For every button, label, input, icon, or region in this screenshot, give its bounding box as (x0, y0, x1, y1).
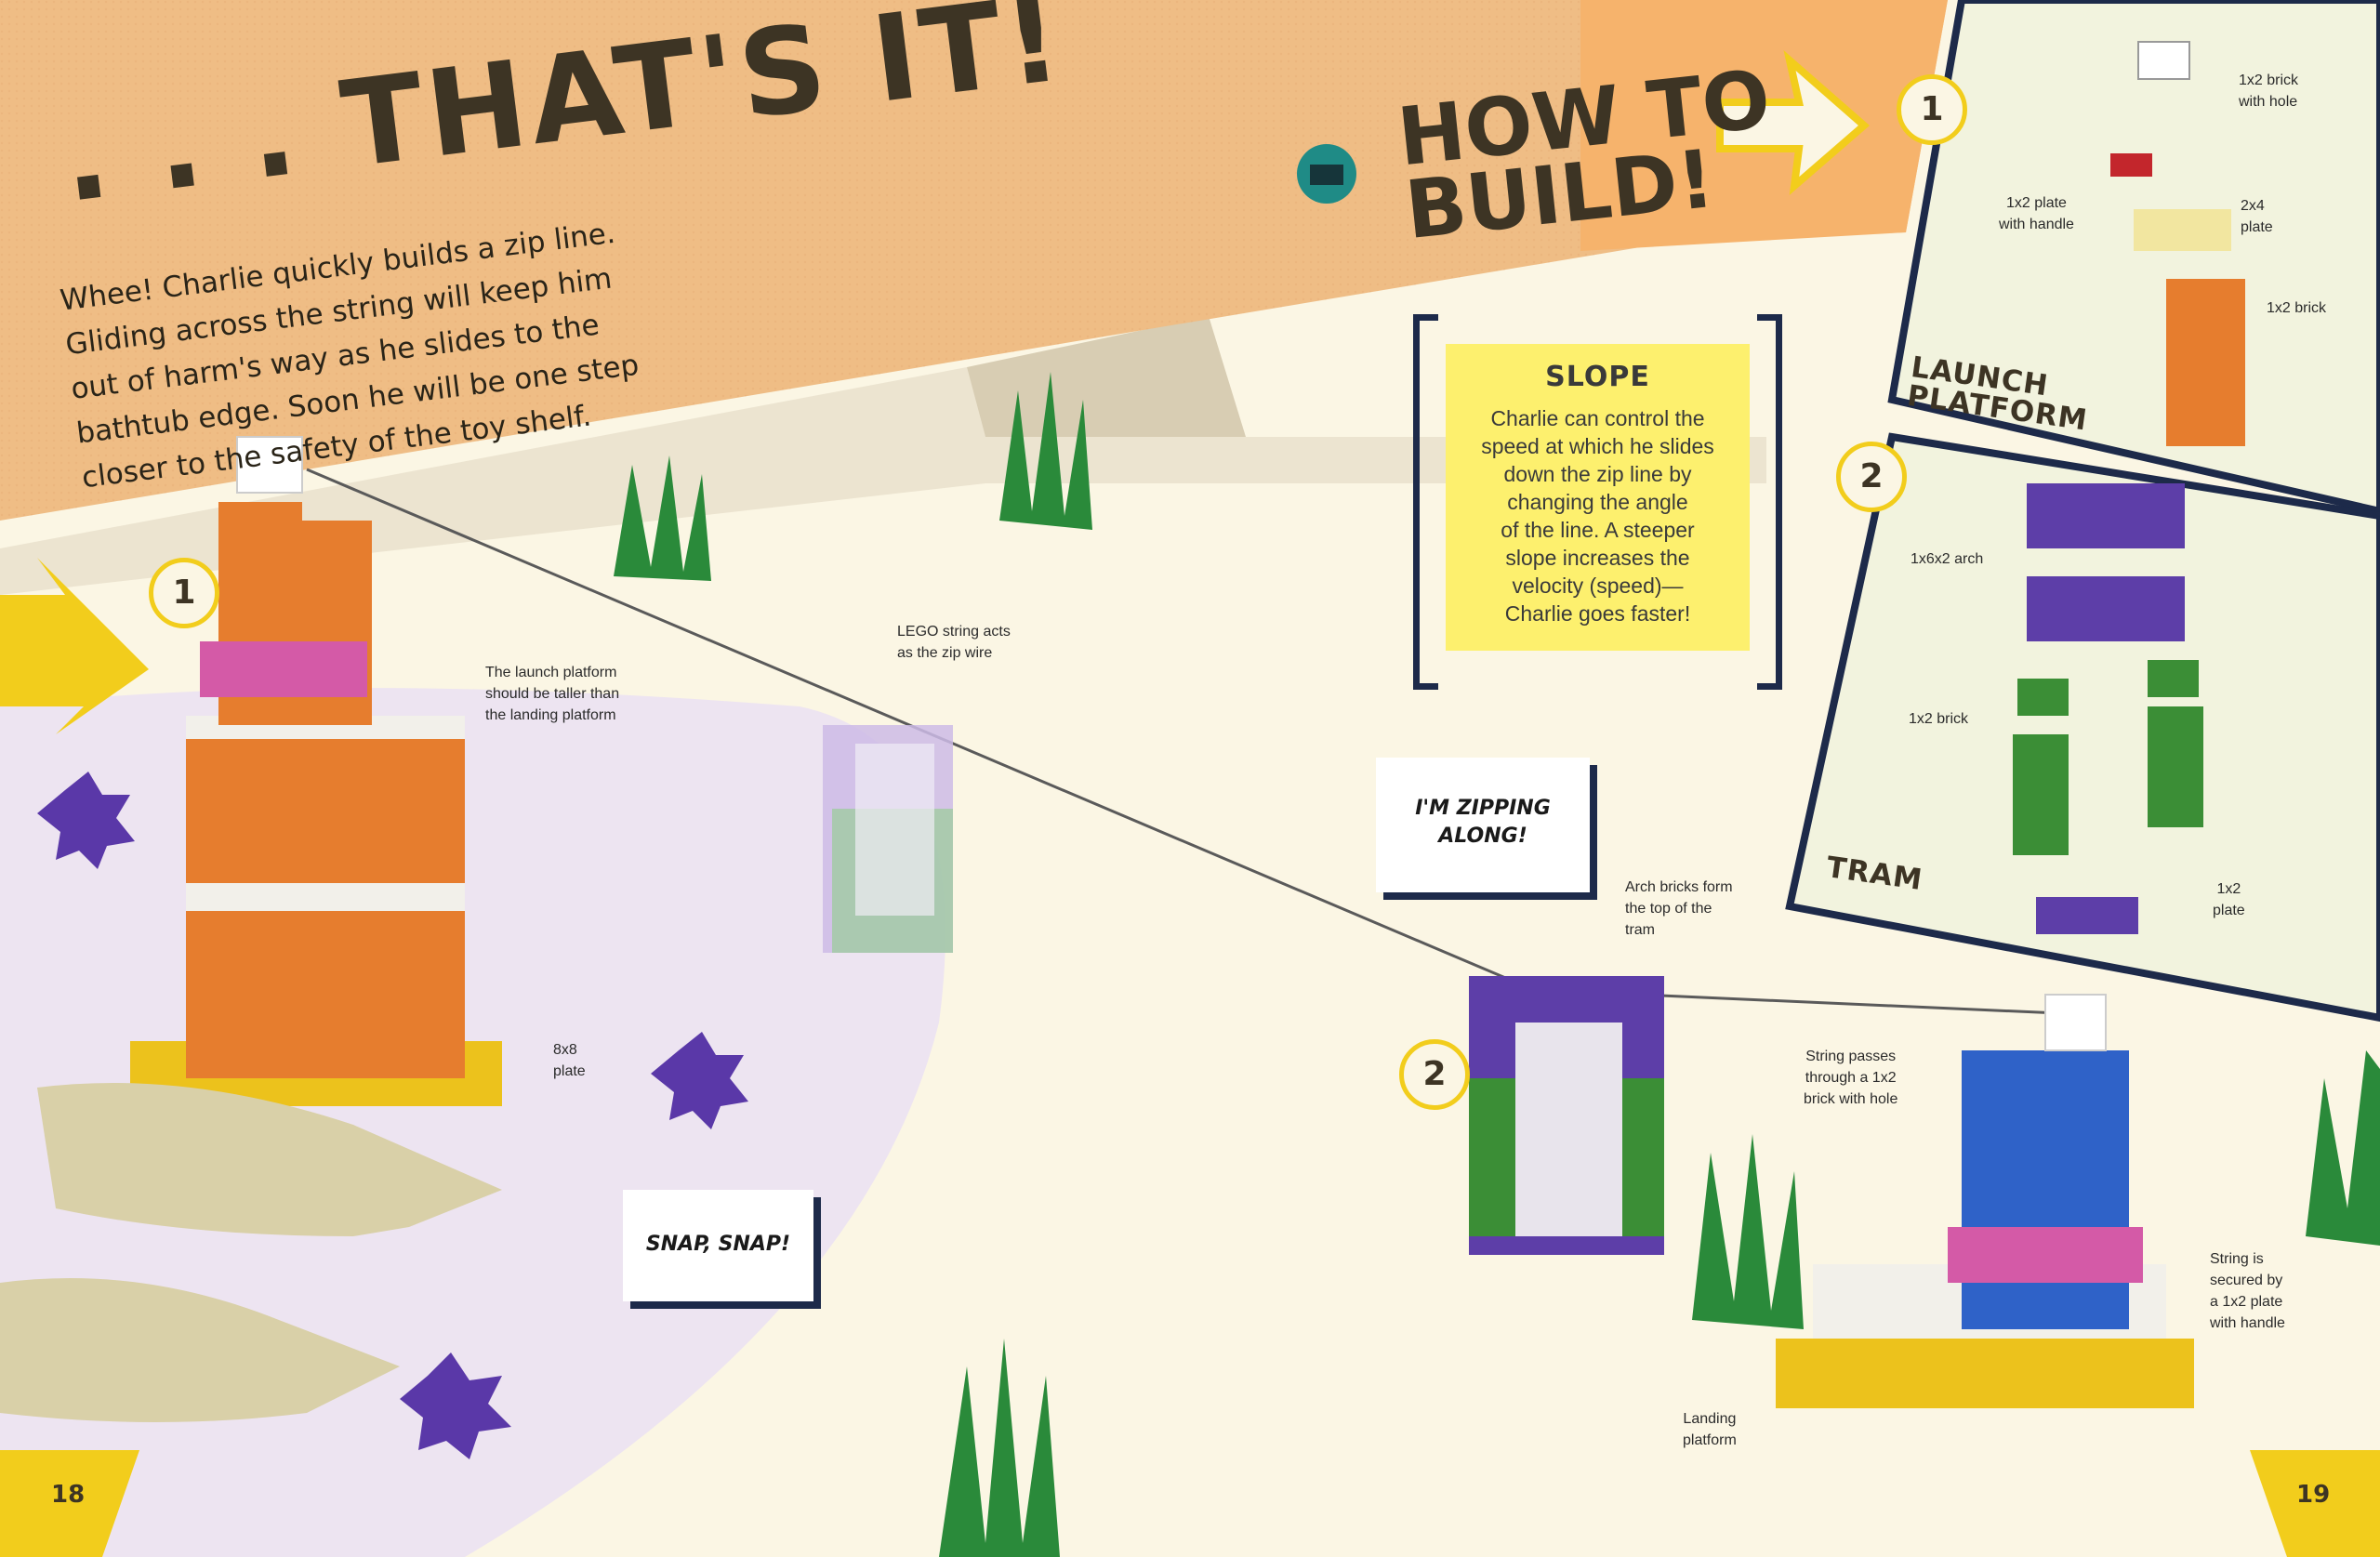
arrow-left (0, 558, 149, 734)
bracket-right (1757, 314, 1782, 690)
purple-piece (651, 1032, 748, 1129)
callout-line: brick with hole (1804, 1091, 1898, 1107)
step-1-marker: 1 (149, 558, 219, 628)
label-line: 2x4 (2241, 198, 2265, 214)
bathtub-wall-shade (967, 316, 1246, 437)
callout-line: with handle (2210, 1315, 2285, 1331)
label-2x4-plate: 2x4 plate (2241, 195, 2273, 238)
label-line: 1x2 brick (2267, 300, 2327, 316)
crocodile (37, 1083, 502, 1236)
panel-tram (1785, 432, 2380, 1023)
label-1x2-brick-tram: 1x2 brick (1909, 708, 1968, 730)
callout-line: platform (1683, 1432, 1737, 1448)
callout-line: through a 1x2 (1805, 1070, 1897, 1086)
callout-line: as the zip wire (897, 645, 993, 661)
bubble-line: SNAP, SNAP! (645, 1233, 791, 1256)
slope-line: of the line. A steeper (1501, 518, 1695, 542)
callout-line: LEGO string acts (897, 624, 1011, 640)
brick-icon (1297, 144, 1356, 204)
label-1x2-brick-launch: 1x2 brick (2267, 297, 2326, 319)
plant (2306, 1050, 2380, 1246)
speech-bubble-snap: SNAP, SNAP! (623, 1190, 813, 1301)
slope-body: Charlie can control the speed at which h… (1446, 404, 1750, 627)
callout-line: a 1x2 plate (2210, 1294, 2283, 1310)
slope-line: changing the angle (1507, 490, 1688, 514)
label-line: 1x2 plate (2006, 195, 2067, 211)
landing-base-plate (1776, 1339, 2194, 1408)
callout-arch-bricks: Arch bricks form the top of the tram (1625, 877, 1733, 941)
callout-line: 8x8 (553, 1042, 577, 1058)
callout-line: Landing (1683, 1411, 1737, 1427)
label-line: plate (2213, 903, 2245, 918)
callout-launch-taller: The launch platform should be taller tha… (485, 662, 619, 726)
label-line: with hole (2239, 94, 2298, 110)
page-number-right: 19 (2296, 1481, 2331, 1509)
plant (1692, 1134, 1804, 1329)
speech-bubble-zipping: I'M ZIPPING ALONG! (1376, 758, 1590, 892)
callout-line: String passes (1805, 1049, 1897, 1064)
label-line: plate (2241, 219, 2273, 235)
slope-line: velocity (speed)— (1512, 574, 1684, 598)
step-2-badge: 2 (1836, 442, 1907, 512)
bathtub-wall (0, 367, 1766, 595)
crocodile (0, 1278, 400, 1422)
slope-line: Charlie can control the (1490, 406, 1705, 430)
bracket-left (1413, 314, 1438, 690)
callout-line: the top of the (1625, 901, 1712, 917)
callout-landing-platform: Landing platform (1683, 1408, 1737, 1451)
label-plate-with-handle: 1x2 plate with handle (1999, 192, 2074, 235)
callout-string-passes: String passes through a 1x2 brick with h… (1804, 1046, 1897, 1110)
slope-fact-box: SLOPE Charlie can control the speed at w… (1446, 344, 1750, 651)
label-line: 1x2 (2216, 881, 2241, 897)
purple-piece (400, 1352, 511, 1459)
slope-line: slope increases the (1505, 546, 1690, 570)
landing-tower (1962, 1050, 2129, 1329)
label-1x6x2-arch: 1x6x2 arch (1911, 548, 1983, 570)
callout-line: the landing platform (485, 707, 616, 723)
label-line: 1x2 brick (2239, 73, 2299, 88)
callout-line: Arch bricks form (1625, 879, 1733, 895)
callout-line: plate (553, 1063, 586, 1079)
callout-line: String is (2210, 1251, 2264, 1267)
label-brick-with-hole: 1x2 brick with hole (2239, 70, 2298, 112)
callout-line: secured by (2210, 1273, 2283, 1288)
arrow-how-to (1716, 49, 1871, 195)
callout-8x8-plate: 8x8 plate (553, 1039, 586, 1082)
slope-title: SLOPE (1545, 361, 1650, 393)
purple-piece (37, 772, 135, 869)
step-1-badge: 1 (1897, 74, 1967, 145)
page-number-left: 18 (51, 1481, 86, 1509)
callout-string-secured: String is secured by a 1x2 plate with ha… (2210, 1248, 2285, 1334)
slope-line: down the zip line by (1503, 462, 1692, 486)
step-2-marker: 2 (1399, 1039, 1470, 1110)
bubble-line: ALONG! (1438, 825, 1527, 848)
label-line: with handle (1999, 217, 2074, 232)
plant (999, 372, 1092, 530)
callout-line: The launch platform (485, 665, 617, 680)
page-corner-right (2250, 1450, 2380, 1557)
slope-line: Charlie goes faster! (1504, 601, 1691, 626)
callout-string-zip: LEGO string acts as the zip wire (897, 621, 1011, 664)
label-line: 1x6x2 arch (1911, 551, 1984, 567)
callout-line: tram (1625, 922, 1655, 938)
slope-line: speed at which he slides (1481, 434, 1714, 458)
callout-line: should be taller than (485, 686, 620, 702)
panel-launch (1887, 0, 2380, 516)
label-line: 1x2 brick (1909, 711, 1969, 727)
plant (939, 1339, 1060, 1557)
plant (614, 455, 711, 581)
label-1x2-plate: 1x2 plate (2213, 878, 2245, 921)
bubble-line: I'M ZIPPING (1415, 797, 1551, 820)
page-corner-left (0, 1450, 139, 1557)
